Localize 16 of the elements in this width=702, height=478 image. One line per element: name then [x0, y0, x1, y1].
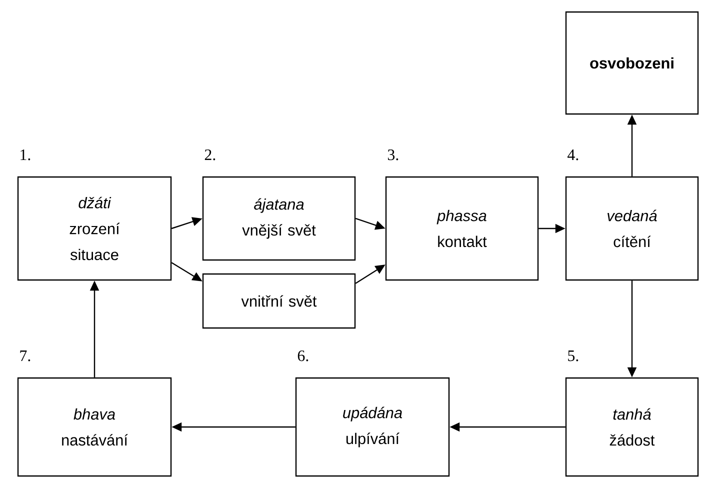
step-number: 4. — [568, 150, 578, 160]
process-box: vedaná cítění — [565, 176, 699, 281]
step-number: 1. — [20, 149, 30, 160]
step-number: 3. — [388, 149, 398, 160]
process-box: osvobozeni — [565, 11, 699, 115]
process-box: ájatana vnější svět — [202, 176, 356, 261]
step-number: 6. — [298, 350, 308, 362]
process-box: bhava nastávání — [17, 377, 172, 477]
process-box: upádána ulpívání — [295, 377, 450, 477]
step-number: 5. — [568, 350, 578, 362]
process-box: vnitřní svět — [202, 273, 356, 329]
step-number: 2. — [204, 149, 216, 160]
process-box: džáti zrození situace — [17, 176, 172, 281]
step-number: 7. — [20, 350, 30, 362]
process-box: tanhá žádost — [565, 377, 699, 477]
process-box: phassa kontakt — [385, 176, 539, 281]
